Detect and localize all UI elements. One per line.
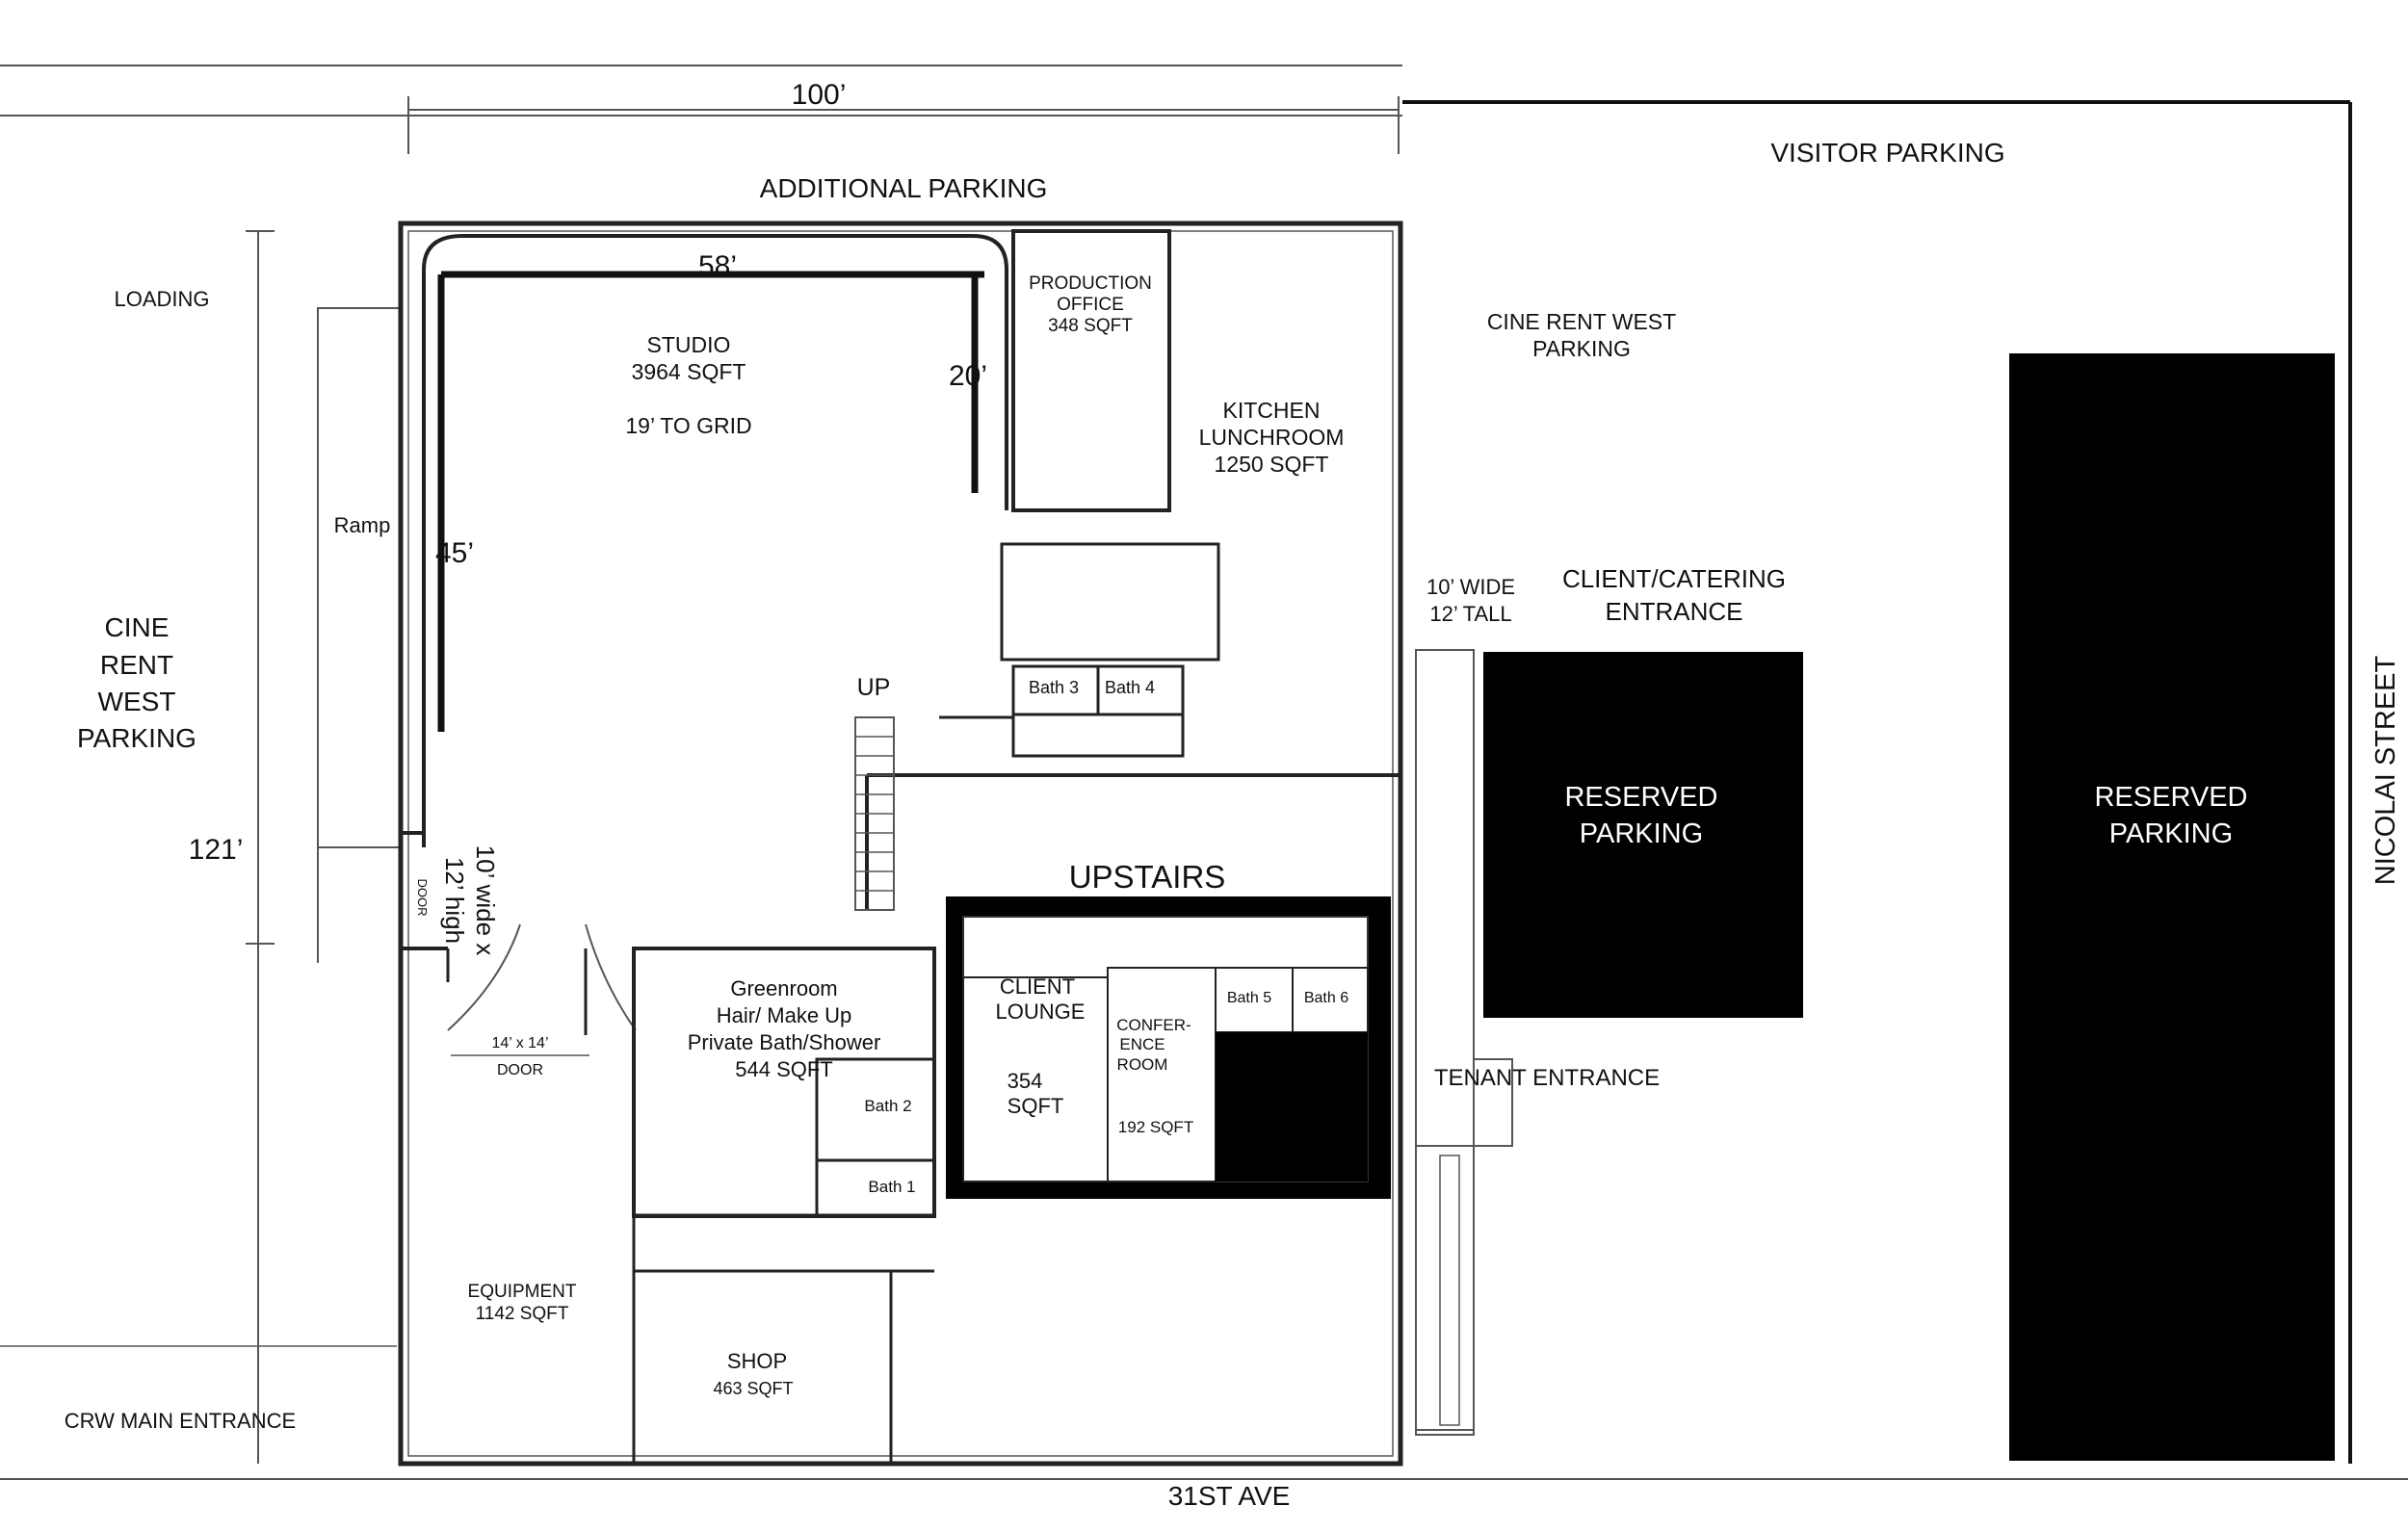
svg-text:PARKING: PARKING <box>2109 818 2233 849</box>
svg-text:ROOM: ROOM <box>1117 1055 1168 1074</box>
bath1-label: Bath 1 <box>868 1178 915 1196</box>
side-door-label: 10’ wide x 12’ high <box>440 845 500 956</box>
reserved-parking-block-2 <box>2009 353 2335 1461</box>
svg-text:1142 SQFT: 1142 SQFT <box>476 1304 569 1324</box>
visitor-parking-label: VISITOR PARKING <box>1770 138 2004 168</box>
bath5-label: Bath 5 <box>1227 990 1271 1006</box>
greenroom-label: Greenroom Hair/ Make Up Private Bath/Sho… <box>688 976 881 1081</box>
svg-text:PARKING: PARKING <box>1532 336 1631 361</box>
svg-text:Hair/ Make Up: Hair/ Make Up <box>717 1003 852 1027</box>
side-door-small-label: DOOR <box>415 879 430 917</box>
dim-width-top: 100’ <box>792 79 847 111</box>
avenue-label: 31ST AVE <box>1168 1481 1291 1511</box>
tenant-entrance-label: TENANT ENTRANCE <box>1434 1065 1660 1091</box>
svg-text:14’ x 14’: 14’ x 14’ <box>492 1035 549 1052</box>
client-catering-entrance: CLIENT/CATERING ENTRANCE <box>1562 564 1786 626</box>
dim-studio-depth: 45’ <box>435 537 474 569</box>
dim-studio-width: 58’ <box>698 250 737 282</box>
svg-text:Private Bath/Shower: Private Bath/Shower <box>688 1030 881 1054</box>
crw-main-entrance-label: CRW MAIN ENTRANCE <box>65 1409 296 1433</box>
kitchen-label: KITCHEN LUNCHROOM 1250 SQFT <box>1199 398 1345 477</box>
svg-text:Greenroom: Greenroom <box>730 976 837 1000</box>
svg-text:CLIENT/CATERING: CLIENT/CATERING <box>1562 564 1786 593</box>
svg-text:PARKING: PARKING <box>77 723 196 753</box>
bath4-label: Bath 4 <box>1105 678 1155 697</box>
upstairs-label: UPSTAIRS <box>1069 859 1226 895</box>
svg-text:10’ WIDE: 10’ WIDE <box>1426 575 1515 599</box>
svg-text:12’ TALL: 12’ TALL <box>1429 602 1511 626</box>
svg-text:RENT: RENT <box>100 650 173 680</box>
svg-text:CINE: CINE <box>105 612 170 642</box>
svg-text:463 SQFT: 463 SQFT <box>713 1379 793 1398</box>
svg-text:RESERVED: RESERVED <box>1564 782 1717 813</box>
svg-text:PARKING: PARKING <box>1580 818 1703 849</box>
svg-text:WEST: WEST <box>98 687 176 716</box>
dim-studio-side: 20’ <box>949 360 987 392</box>
up-label: UP <box>857 674 891 701</box>
ramp-label: Ramp <box>334 513 391 537</box>
bath3-label: Bath 3 <box>1029 678 1079 697</box>
cine-rent-west-left: CINE RENT WEST PARKING <box>77 612 196 753</box>
svg-text:354: 354 <box>1008 1069 1043 1093</box>
equipment-label: EQUIPMENT 1142 SQFT <box>468 1282 577 1324</box>
svg-text:KITCHEN: KITCHEN <box>1223 398 1321 423</box>
door-14-label: 14’ x 14’ DOOR <box>492 1035 549 1078</box>
svg-text:12’ high: 12’ high <box>440 857 469 944</box>
svg-text:ENCE: ENCE <box>1119 1035 1165 1053</box>
reserved-parking-1-label: RESERVED PARKING <box>1564 782 1717 849</box>
svg-text:PRODUCTION: PRODUCTION <box>1029 273 1152 294</box>
bath2-label: Bath 2 <box>864 1097 911 1115</box>
svg-text:CINE RENT WEST: CINE RENT WEST <box>1487 309 1676 334</box>
svg-text:CLIENT: CLIENT <box>1000 974 1075 999</box>
nicolai-street-label: NICOLAI STREET <box>2370 655 2401 885</box>
cine-rent-west-right: CINE RENT WEST PARKING <box>1487 309 1676 361</box>
svg-text:1250 SQFT: 1250 SQFT <box>1215 452 1329 477</box>
studio-label: STUDIO 3964 SQFT 19’ TO GRID <box>625 332 751 438</box>
svg-text:3964 SQFT: 3964 SQFT <box>632 359 746 384</box>
loading-label: LOADING <box>114 287 209 311</box>
svg-text:RESERVED: RESERVED <box>2094 782 2247 813</box>
svg-text:544 SQFT: 544 SQFT <box>735 1057 832 1081</box>
reserved-parking-block-1 <box>1483 652 1803 1018</box>
svg-text:10’ wide x: 10’ wide x <box>471 845 500 956</box>
svg-text:LUNCHROOM: LUNCHROOM <box>1199 425 1345 450</box>
svg-text:ENTRANCE: ENTRANCE <box>1605 597 1742 626</box>
svg-text:19’ TO GRID: 19’ TO GRID <box>625 413 751 438</box>
dim-height-left: 121’ <box>189 834 244 866</box>
building-walls <box>398 221 1513 1467</box>
svg-text:CONFER-: CONFER- <box>1116 1016 1191 1034</box>
svg-text:DOOR: DOOR <box>497 1062 543 1078</box>
site-lines <box>0 65 2408 1480</box>
additional-parking-label: ADDITIONAL PARKING <box>760 173 1048 203</box>
svg-text:OFFICE: OFFICE <box>1057 295 1124 315</box>
svg-text:EQUIPMENT: EQUIPMENT <box>468 1282 577 1302</box>
reserved-parking-2-label: RESERVED PARKING <box>2094 782 2247 849</box>
production-office-label: PRODUCTION OFFICE 348 SQFT <box>1029 273 1152 336</box>
client-lounge-label: CLIENT LOUNGE 354 SQFT <box>996 974 1086 1118</box>
bath6-label: Bath 6 <box>1304 990 1348 1006</box>
door-10-wide: 10’ WIDE 12’ TALL <box>1426 575 1515 626</box>
svg-text:SHOP: SHOP <box>727 1349 787 1373</box>
svg-text:LOUNGE: LOUNGE <box>996 1000 1086 1024</box>
conference-room-label: CONFER- ENCE ROOM 192 SQFT <box>1116 1016 1193 1136</box>
svg-text:STUDIO: STUDIO <box>647 332 731 357</box>
svg-text:348 SQFT: 348 SQFT <box>1048 316 1133 336</box>
shop-label: SHOP 463 SQFT <box>713 1349 793 1398</box>
svg-text:SQFT: SQFT <box>1008 1094 1064 1118</box>
svg-text:192 SQFT: 192 SQFT <box>1118 1118 1193 1136</box>
